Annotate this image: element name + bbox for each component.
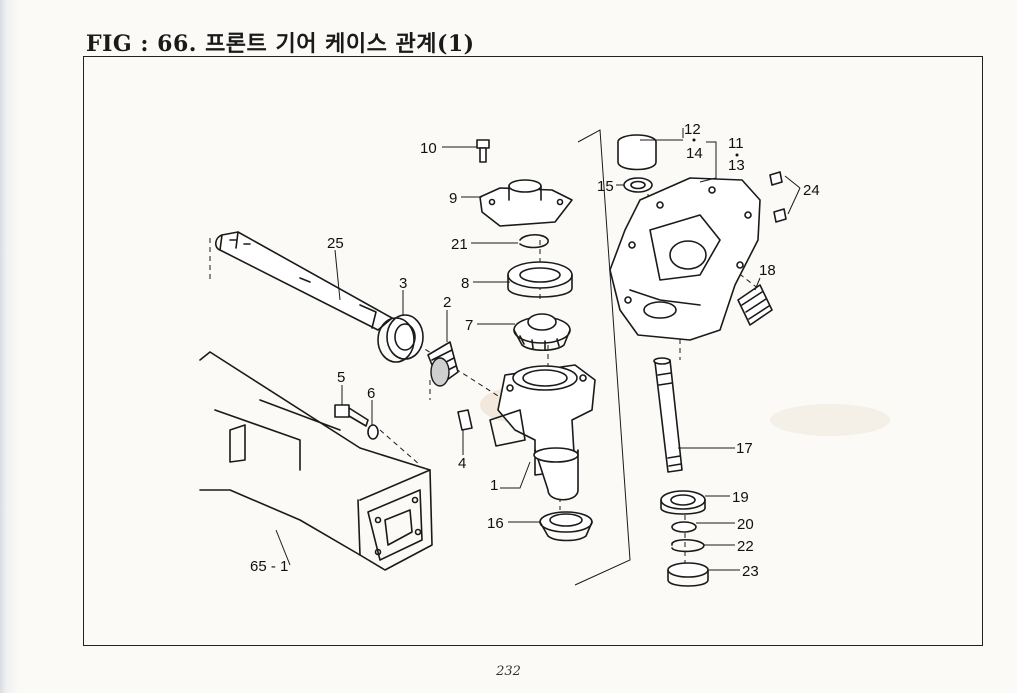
upper-gear-case-11 [609,177,761,341]
scan-edge [0,0,18,693]
part-label-15: 15 [597,178,614,195]
gear-case-1 [489,364,596,501]
seal-15 [623,177,653,193]
snap-ring-22 [671,538,705,553]
bevel-gear-7 [513,313,571,352]
bolt-5 [334,404,369,427]
part-label-10: 10 [420,140,437,157]
part-label-8: 8 [461,275,469,292]
part-label-2: 2 [443,294,451,311]
leader-lines [275,128,801,571]
part-label-1: 1 [490,477,498,494]
part-label-18: 18 [759,262,776,279]
ring-20 [671,521,697,533]
oil-seal-16 [539,511,593,542]
part-label-21: 21 [451,236,468,253]
part-label-12: 12 [684,121,701,138]
bolt-10 [476,139,490,163]
diagram-frame [83,56,983,646]
group-bracket [574,129,631,586]
part-labels: 1 2 3 4 5 6 7 8 9 10 11 12 13 14 15 16 1… [250,121,820,580]
snap-ring-21 [519,233,549,249]
part-label-14: 14 [686,145,703,162]
axle-housing [199,351,433,571]
studs-24 [769,171,787,223]
bushing-12 [617,134,657,171]
bevel-gear-18 [737,284,773,326]
figure-title: FIG : 66. 프론트 기어 케이스 관계(1) [86,31,475,57]
cover-9 [479,179,573,227]
part-label-9: 9 [449,190,457,207]
part-label-13: 13 [728,157,745,174]
part-label-65-1: 65 - 1 [250,558,288,575]
part-label-24: 24 [803,182,820,199]
bevel-pinion-2 [427,341,459,387]
drive-shaft [214,231,393,331]
part-label-3: 3 [399,275,407,292]
washer-6 [367,424,379,440]
part-label-20: 20 [737,516,754,533]
part-label-19: 19 [732,489,749,506]
part-label-22: 22 [737,538,754,555]
bearing-3 [377,314,424,363]
part-label-16: 16 [487,515,504,532]
bearing-19 [660,490,706,515]
part-label-6: 6 [367,385,375,402]
part-label-17: 17 [736,440,753,457]
part-label-4: 4 [458,455,466,472]
pin-4 [457,409,473,431]
bearing-8 [507,261,573,298]
part-label-11: 11 [728,135,744,152]
cup-23 [667,562,709,587]
vertical-shaft-17 [653,357,683,473]
part-label-5: 5 [337,369,345,386]
part-label-7: 7 [465,317,473,334]
part-label-23: 23 [742,563,759,580]
page-number: 232 [496,664,521,679]
part-label-25: 25 [327,235,344,252]
